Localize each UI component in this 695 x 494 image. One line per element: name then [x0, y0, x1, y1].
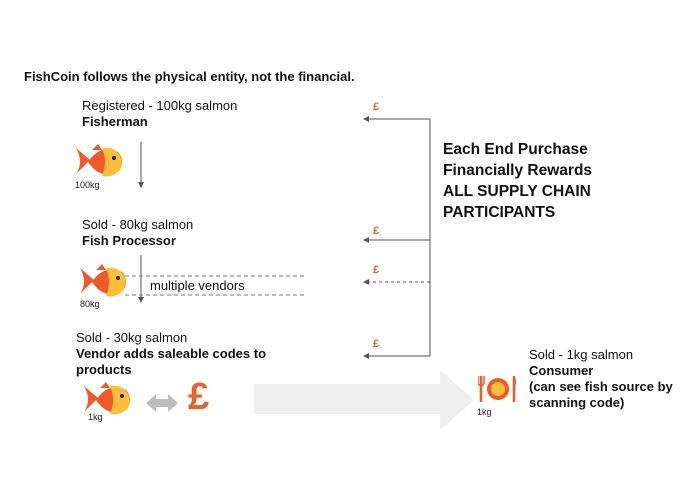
reward-statement: Each End Purchase Financially Rewards AL…: [443, 139, 592, 223]
fisherman-role: Fisherman: [82, 114, 148, 129]
pound-icon: £: [373, 225, 380, 237]
consumer-note-line1: (can see fish source by: [529, 379, 673, 394]
fish-icon: [78, 262, 130, 307]
plate-cutlery-icon: [477, 374, 518, 409]
fish-icon: [82, 380, 134, 425]
pound-icon: £: [188, 376, 210, 418]
pound-icon: £: [373, 264, 380, 276]
vendor-status: Sold - 30kg salmon: [76, 330, 188, 345]
reward-line-4: PARTICIPANTS: [443, 204, 556, 221]
fish-icon: [74, 142, 126, 187]
processor-status: Sold - 80kg salmon: [82, 217, 194, 232]
double-arrow-icon: [146, 394, 178, 412]
fisherman-weight: 100kg: [75, 180, 100, 190]
consumer-status: Sold - 1kg salmon: [529, 347, 634, 362]
processor-role: Fish Processor: [82, 233, 176, 248]
pound-icon: £: [373, 338, 380, 350]
vendor-role-line1: Vendor adds saleable codes to: [76, 346, 267, 361]
consumer-weight: 1kg: [477, 407, 492, 417]
vendor-role-line2: products: [76, 362, 132, 377]
vendor-weight: 1kg: [88, 412, 103, 422]
reward-line-2: Financially Rewards: [443, 162, 593, 179]
page-title: FishCoin follows the physical entity, no…: [24, 69, 355, 84]
reward-line-1: Each End Purchase: [443, 141, 588, 158]
reward-line-3: ALL SUPPLY CHAIN: [443, 183, 591, 200]
big-flow-arrow: [254, 370, 474, 430]
multiple-vendors-label: multiple vendors: [150, 278, 245, 293]
consumer-note-line2: scanning code): [529, 395, 625, 410]
processor-weight: 80kg: [80, 299, 100, 309]
pound-icon: £: [373, 101, 380, 113]
fisherman-status: Registered - 100kg salmon: [82, 98, 238, 113]
consumer-role: Consumer: [529, 363, 594, 378]
